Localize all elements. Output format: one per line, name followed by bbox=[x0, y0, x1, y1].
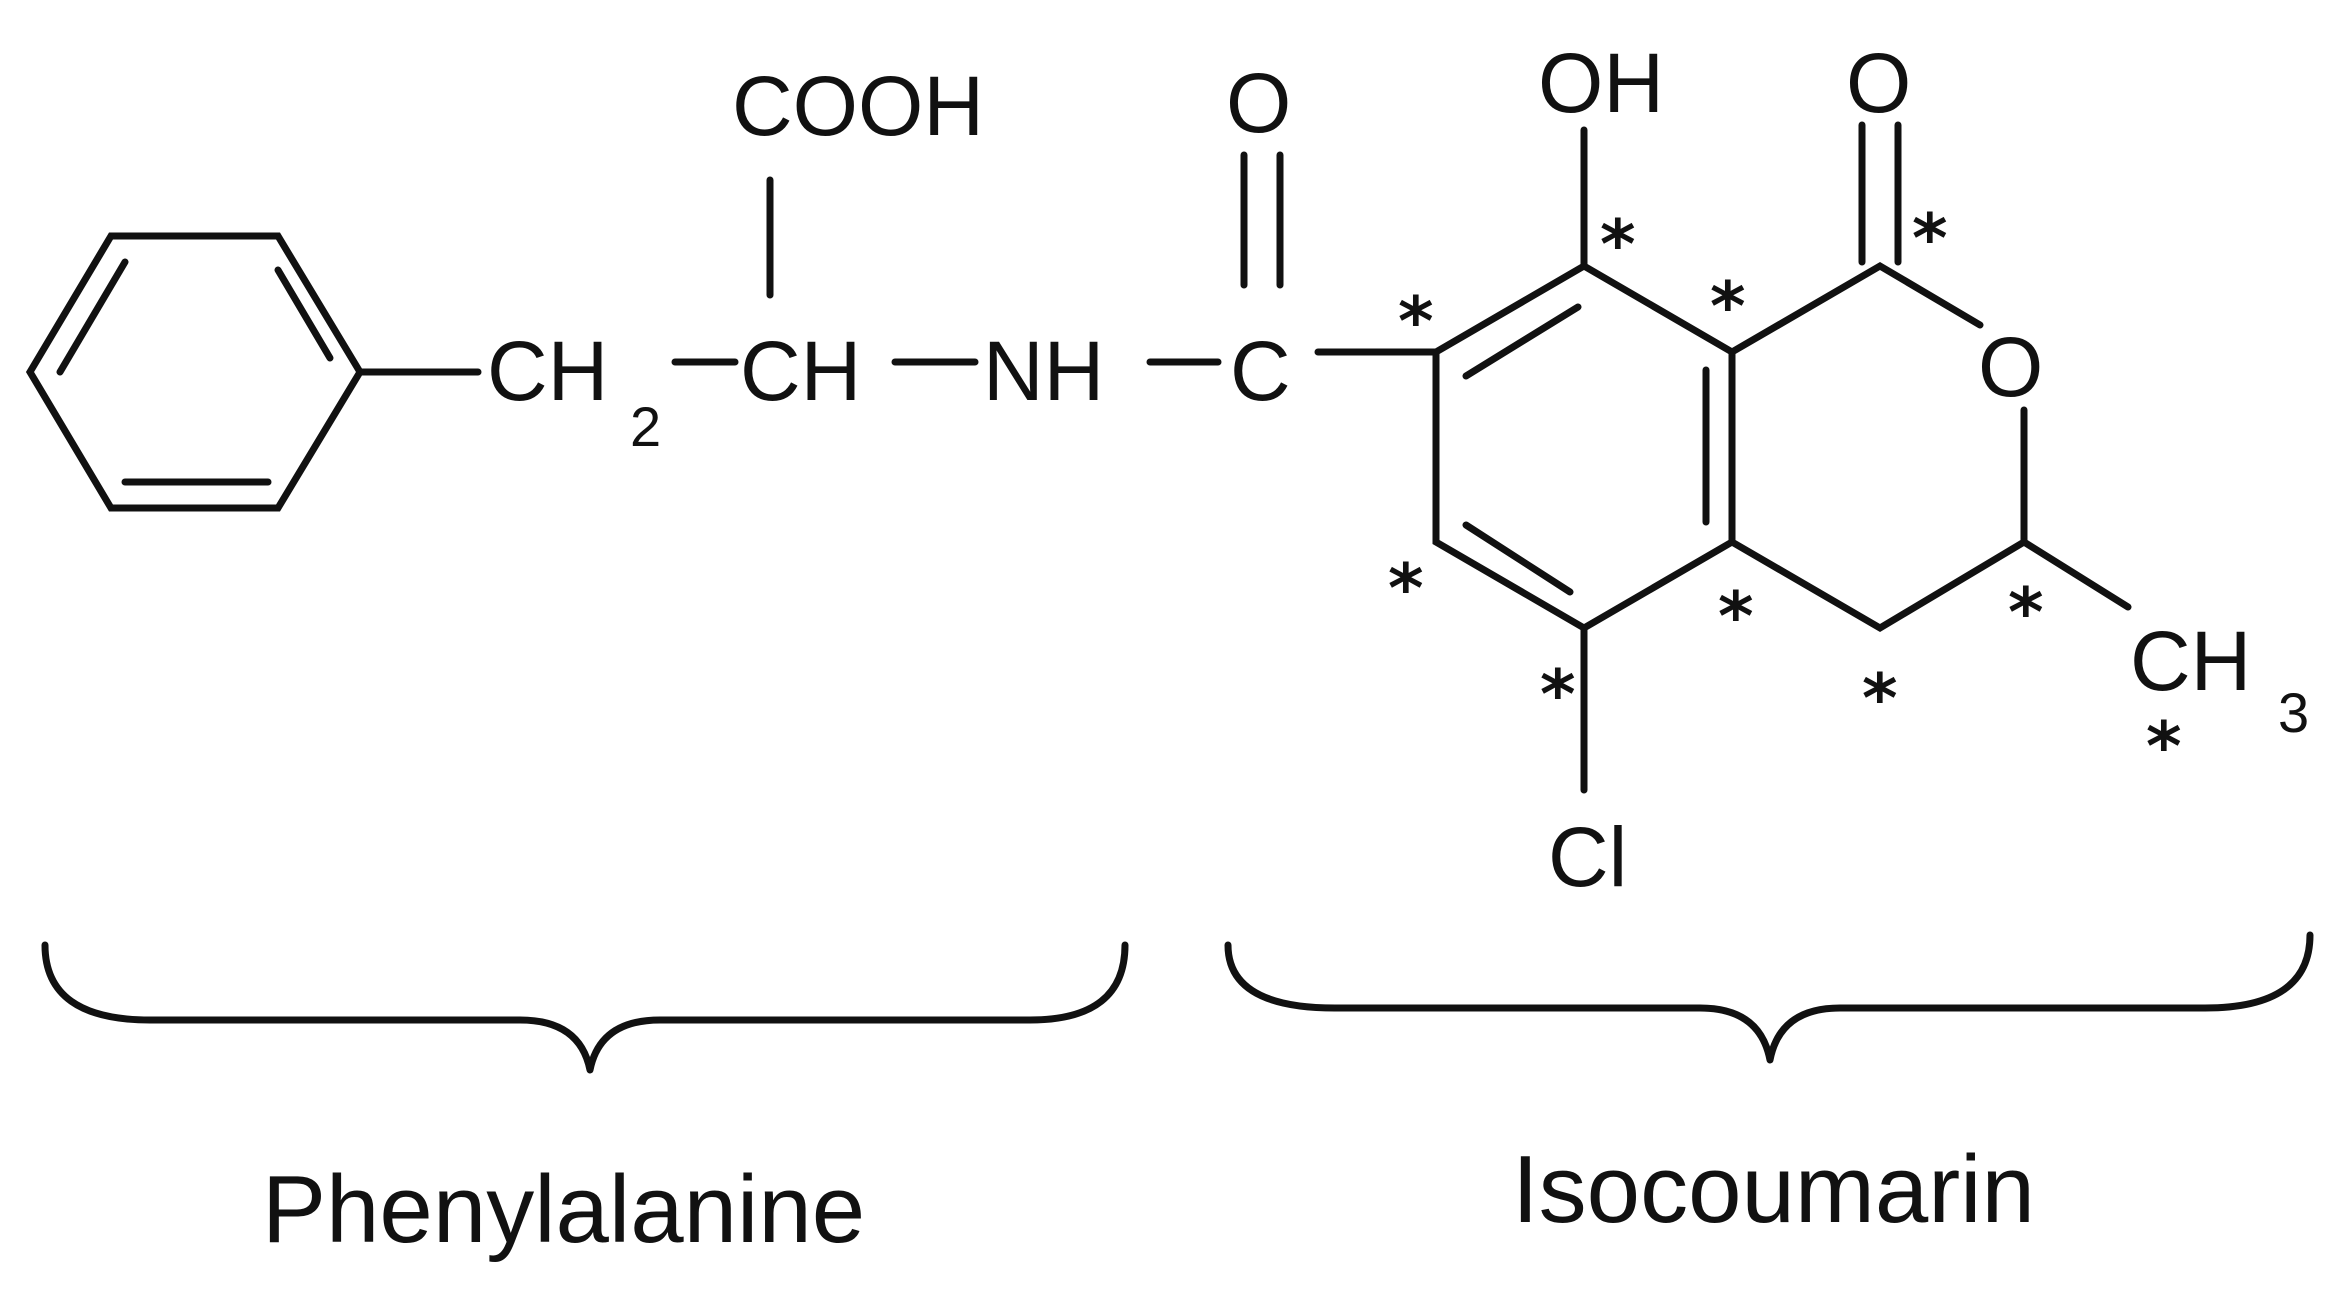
phenylalanine-label: Phenylalanine bbox=[262, 1156, 865, 1263]
cooh-label: COOH bbox=[732, 59, 984, 153]
group-labels: Phenylalanine Isocoumarin bbox=[262, 1136, 2035, 1263]
marker-c4: * bbox=[1862, 660, 1898, 739]
hydroxyl-label: OH bbox=[1538, 36, 1664, 130]
label-markers: * * * * * * * * * * bbox=[1388, 200, 2182, 787]
atom-labels: COOH CH 2 CH NH C O OH O O CH 3 Cl bbox=[487, 36, 2309, 904]
carbonyl-oxygen-label: O bbox=[1226, 56, 1291, 150]
marker-c3: * bbox=[2008, 574, 2044, 653]
chlorine-label: Cl bbox=[1548, 810, 1627, 904]
marker-c5: * bbox=[1540, 656, 1576, 735]
marker-c6: * bbox=[1388, 550, 1424, 629]
isocoumarin-label: Isocoumarin bbox=[1512, 1136, 2035, 1243]
ch2-subscript: 2 bbox=[630, 395, 661, 458]
ch2-label: CH bbox=[487, 324, 608, 418]
phenyl-ring bbox=[25, 232, 365, 512]
phenylalanine-brace bbox=[41, 941, 1129, 1074]
methyl-subscript: 3 bbox=[2278, 681, 2309, 744]
side-chain-bonds bbox=[356, 151, 1440, 376]
group-braces bbox=[41, 931, 2314, 1074]
marker-c7: * bbox=[1398, 283, 1434, 362]
marker-c4a: * bbox=[1718, 578, 1754, 657]
carbonyl-carbon-label: C bbox=[1230, 324, 1291, 418]
methyl-label: CH bbox=[2130, 614, 2251, 708]
ch-label: CH bbox=[740, 324, 861, 418]
marker-c1: * bbox=[1912, 200, 1948, 279]
marker-c8: * bbox=[1600, 206, 1636, 285]
isocoumarin-rings bbox=[1432, 121, 2132, 794]
isocoumarin-brace bbox=[1224, 931, 2314, 1064]
ring-oxygen-label: O bbox=[1978, 320, 2043, 414]
marker-methyl: * bbox=[2146, 708, 2182, 787]
lactone-carbonyl-oxygen-label: O bbox=[1846, 36, 1911, 130]
nh-label: NH bbox=[983, 324, 1104, 418]
marker-c8a: * bbox=[1710, 268, 1746, 347]
